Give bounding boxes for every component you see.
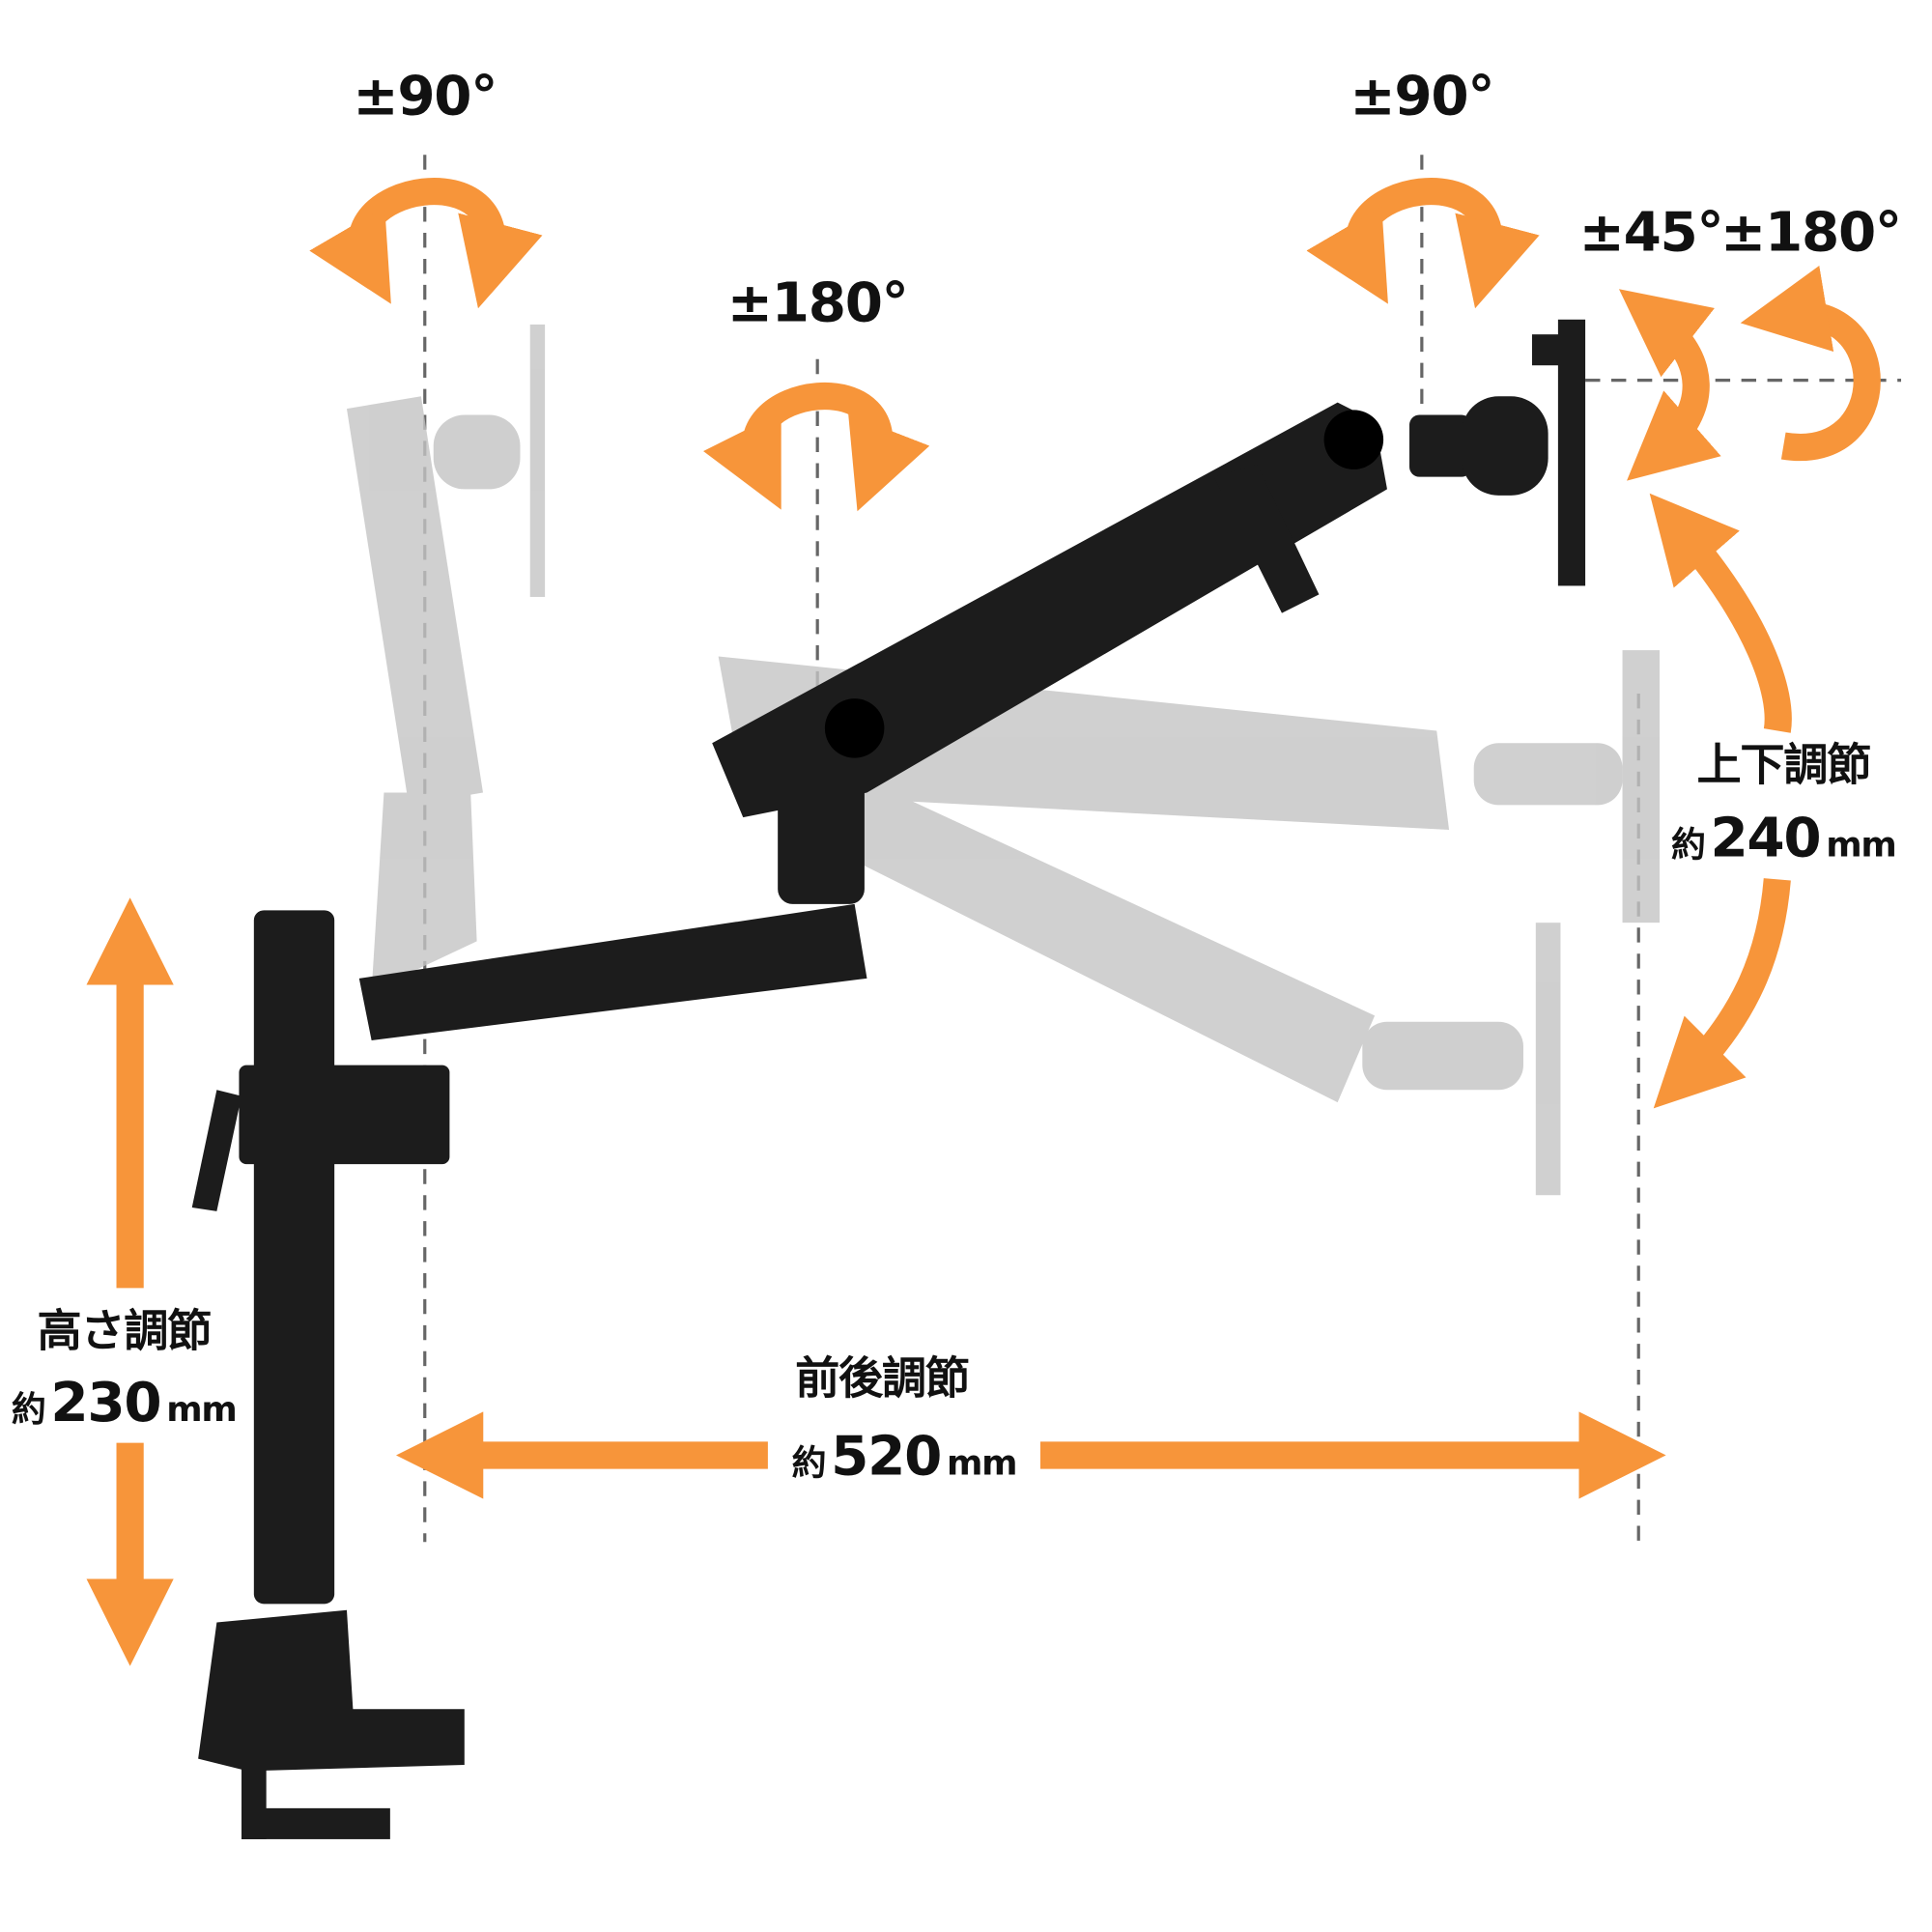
- head-rotation-label: ±90°: [1350, 65, 1494, 128]
- orange-arrows: [86, 178, 1881, 1666]
- screen-rotation-label: ±180°: [1720, 201, 1902, 265]
- depth-adjust-value: 約 520 mm: [791, 1425, 1018, 1489]
- joint-rotation-label: ±180°: [726, 271, 909, 335]
- base-rotation-label: ±90°: [353, 65, 497, 128]
- height-adjust-value: 約 230 mm: [11, 1371, 238, 1435]
- vertical-adjust-title: 上下調節: [1696, 740, 1871, 792]
- tilt-label: ±45°: [1578, 201, 1724, 265]
- depth-adjust-title: 前後調節: [795, 1353, 970, 1405]
- monitor-arm: [191, 319, 1586, 1839]
- vertical-adjust-value: 約 240 mm: [1670, 807, 1897, 870]
- height-adjust-title: 高さ調節: [37, 1306, 212, 1358]
